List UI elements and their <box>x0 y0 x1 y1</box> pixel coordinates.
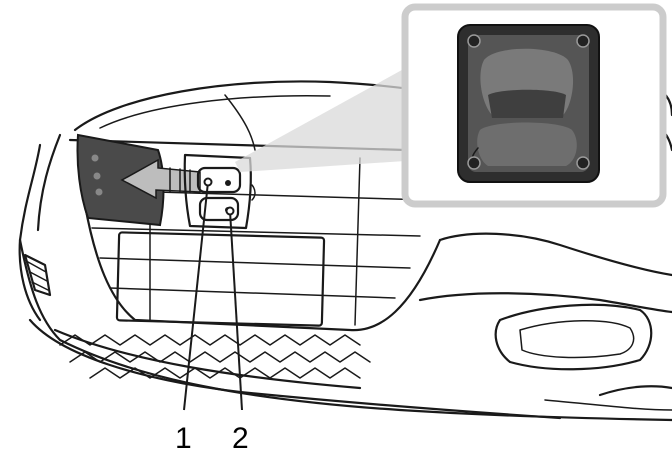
callout-label-1: 1 <box>175 422 192 455</box>
callout-label-2: 2 <box>232 422 249 455</box>
open-direction-arrow-icon <box>120 158 201 200</box>
charge-port-socket <box>183 153 256 230</box>
callout-leader-1 <box>183 181 209 411</box>
magnification-cone <box>235 60 420 172</box>
callout-leader-2 <box>229 210 243 411</box>
inset-zoom-panel <box>401 3 667 208</box>
